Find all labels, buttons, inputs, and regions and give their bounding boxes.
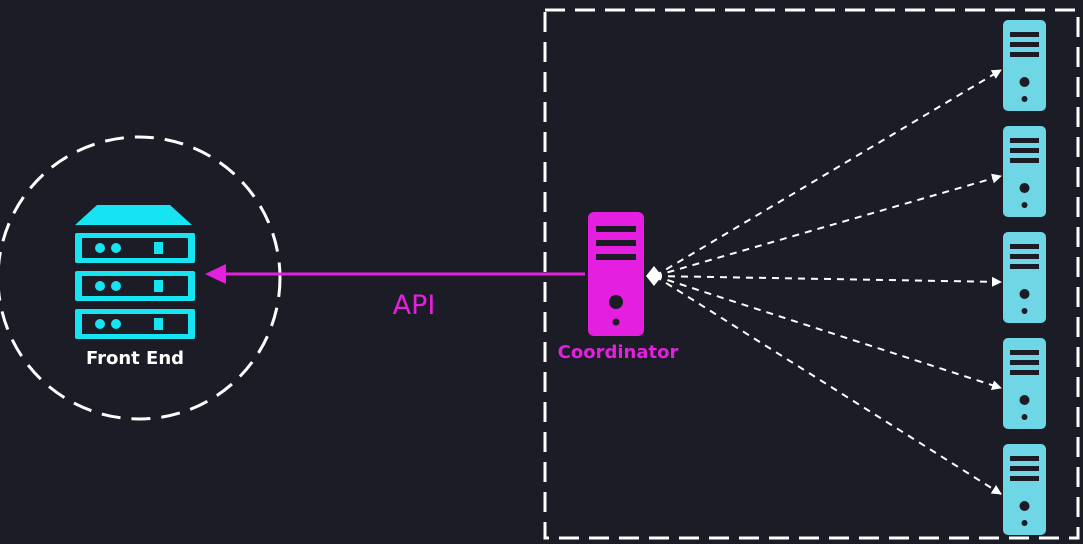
frontend-label: Front End — [86, 348, 184, 369]
fanout-arrow — [654, 275, 1002, 495]
worker-server-icon — [1003, 126, 1046, 217]
frontend-boundary-circle — [0, 135, 282, 421]
server-rack-icon — [75, 205, 195, 339]
junction-diamond — [646, 266, 662, 286]
fanout-arrow — [654, 173, 1002, 277]
worker-server-icon — [1003, 232, 1046, 323]
coordinator-server-icon — [588, 212, 644, 336]
api-label: API — [393, 290, 436, 321]
fanout-arrow — [654, 275, 1002, 287]
worker-server-icon — [1003, 338, 1046, 429]
fanout-arrow — [654, 275, 1002, 390]
worker-server-icon — [1003, 20, 1046, 111]
worker-servers — [1003, 20, 1046, 535]
api-arrow — [205, 264, 585, 284]
fanout-arrow — [654, 69, 1002, 277]
fanout-connections — [654, 69, 1002, 495]
coordinator-label: Coordinator — [558, 342, 679, 363]
cluster-boundary — [543, 8, 1080, 540]
worker-server-icon — [1003, 444, 1046, 535]
